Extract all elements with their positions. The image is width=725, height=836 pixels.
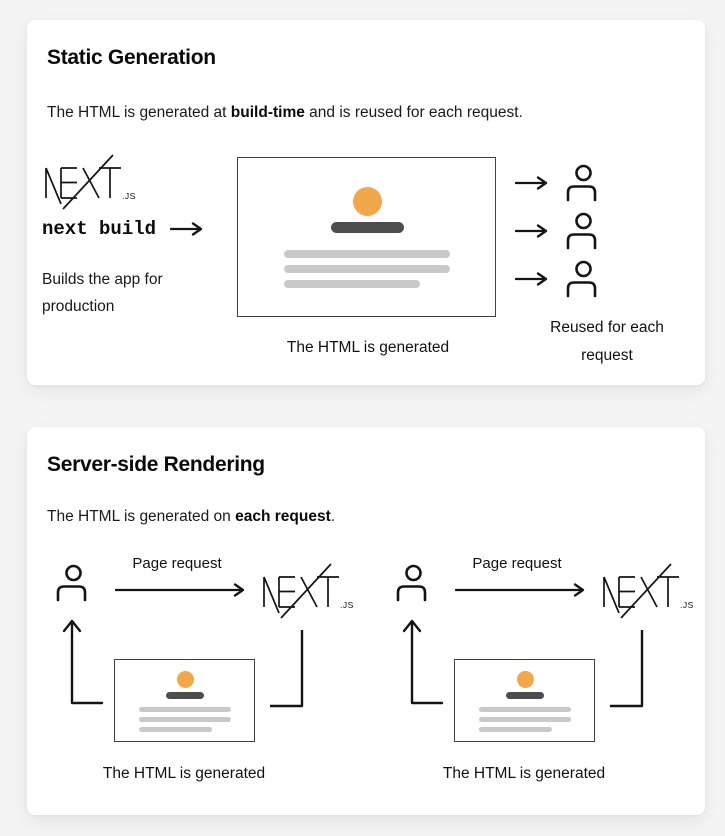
mock-avatar-circle bbox=[177, 671, 194, 688]
build-command-row: next build bbox=[42, 218, 204, 240]
mock-avatar-circle bbox=[353, 187, 382, 216]
card-title: Static Generation bbox=[47, 46, 216, 69]
nextjs-logo-suffix: .JS bbox=[680, 600, 693, 610]
user-icon bbox=[56, 564, 87, 602]
user-icon bbox=[396, 564, 427, 602]
request-row bbox=[515, 211, 601, 251]
user-icon bbox=[566, 164, 597, 202]
response-elbow-line bbox=[610, 630, 644, 708]
description-bold: build-time bbox=[230, 104, 305, 121]
mock-heading-bar bbox=[331, 222, 404, 233]
description-bold: each request bbox=[235, 508, 331, 525]
response-elbow-line bbox=[270, 630, 304, 708]
page-request-arrow-icon bbox=[115, 583, 245, 597]
build-command: next build bbox=[42, 218, 157, 240]
note-line: Builds the app for bbox=[42, 271, 163, 288]
description-text: and is reused for each request. bbox=[304, 104, 523, 121]
arrow-right-icon bbox=[515, 224, 548, 238]
page-request-arrow-icon bbox=[455, 583, 585, 597]
reused-caption-line: request bbox=[581, 347, 633, 364]
nextjs-logo: NEXT .JS bbox=[599, 561, 693, 619]
request-row bbox=[515, 259, 601, 299]
mock-text-line bbox=[479, 707, 571, 712]
description-text: The HTML is generated at bbox=[47, 104, 231, 121]
mock-text-line bbox=[139, 717, 231, 722]
mock-text-line bbox=[139, 727, 212, 732]
html-generated-caption: The HTML is generated bbox=[442, 765, 606, 782]
return-arrow-icon bbox=[402, 619, 444, 705]
card-description: The HTML is generated on each request. bbox=[47, 508, 335, 526]
user-icon bbox=[566, 212, 597, 250]
reused-caption: Reused for each request bbox=[482, 314, 725, 370]
request-row bbox=[515, 163, 601, 203]
mock-heading-bar bbox=[166, 692, 204, 699]
nextjs-logo: NEXT .JS bbox=[259, 561, 353, 619]
arrow-right-icon bbox=[515, 176, 548, 190]
description-text: The HTML is generated on bbox=[47, 508, 236, 525]
ssr-flow: Page request NEXT .JS bbox=[47, 552, 357, 792]
arrow-right-icon bbox=[515, 272, 548, 286]
mock-text-line bbox=[284, 265, 450, 273]
mock-text-line bbox=[284, 250, 450, 258]
return-arrow-icon bbox=[62, 619, 104, 705]
description-text: . bbox=[330, 508, 336, 525]
nextjs-logo-suffix: .JS bbox=[122, 191, 135, 201]
static-generation-card: Static Generation The HTML is generated … bbox=[27, 20, 705, 385]
mock-avatar-circle bbox=[517, 671, 534, 688]
nextjs-logo-suffix: .JS bbox=[340, 600, 353, 610]
card-description: The HTML is generated at build-time and … bbox=[47, 104, 523, 122]
reused-caption-line: Reused for each bbox=[550, 319, 664, 336]
page-request-label: Page request bbox=[472, 555, 562, 572]
arrow-right-icon bbox=[170, 222, 203, 236]
browser-mockup bbox=[114, 659, 255, 742]
build-command-note: Builds the app for production bbox=[42, 266, 163, 320]
nextjs-logo: NEXT .JS bbox=[41, 152, 135, 210]
html-generated-caption: The HTML is generated bbox=[102, 765, 266, 782]
mock-text-line bbox=[139, 707, 231, 712]
html-generated-caption: The HTML is generated bbox=[286, 339, 450, 356]
mock-text-line bbox=[479, 717, 571, 722]
mock-text-line bbox=[479, 727, 552, 732]
mock-heading-bar bbox=[506, 692, 544, 699]
user-icon bbox=[566, 260, 597, 298]
mock-text-line bbox=[284, 280, 420, 288]
browser-mockup bbox=[237, 157, 496, 317]
ssr-flow: Page request NEXT .JS The HTML is bbox=[387, 552, 697, 792]
browser-mockup bbox=[454, 659, 595, 742]
card-title: Server-side Rendering bbox=[47, 453, 265, 476]
page-request-label: Page request bbox=[132, 555, 222, 572]
server-side-rendering-card: Server-side Rendering The HTML is genera… bbox=[27, 427, 705, 815]
note-line: production bbox=[42, 298, 115, 315]
